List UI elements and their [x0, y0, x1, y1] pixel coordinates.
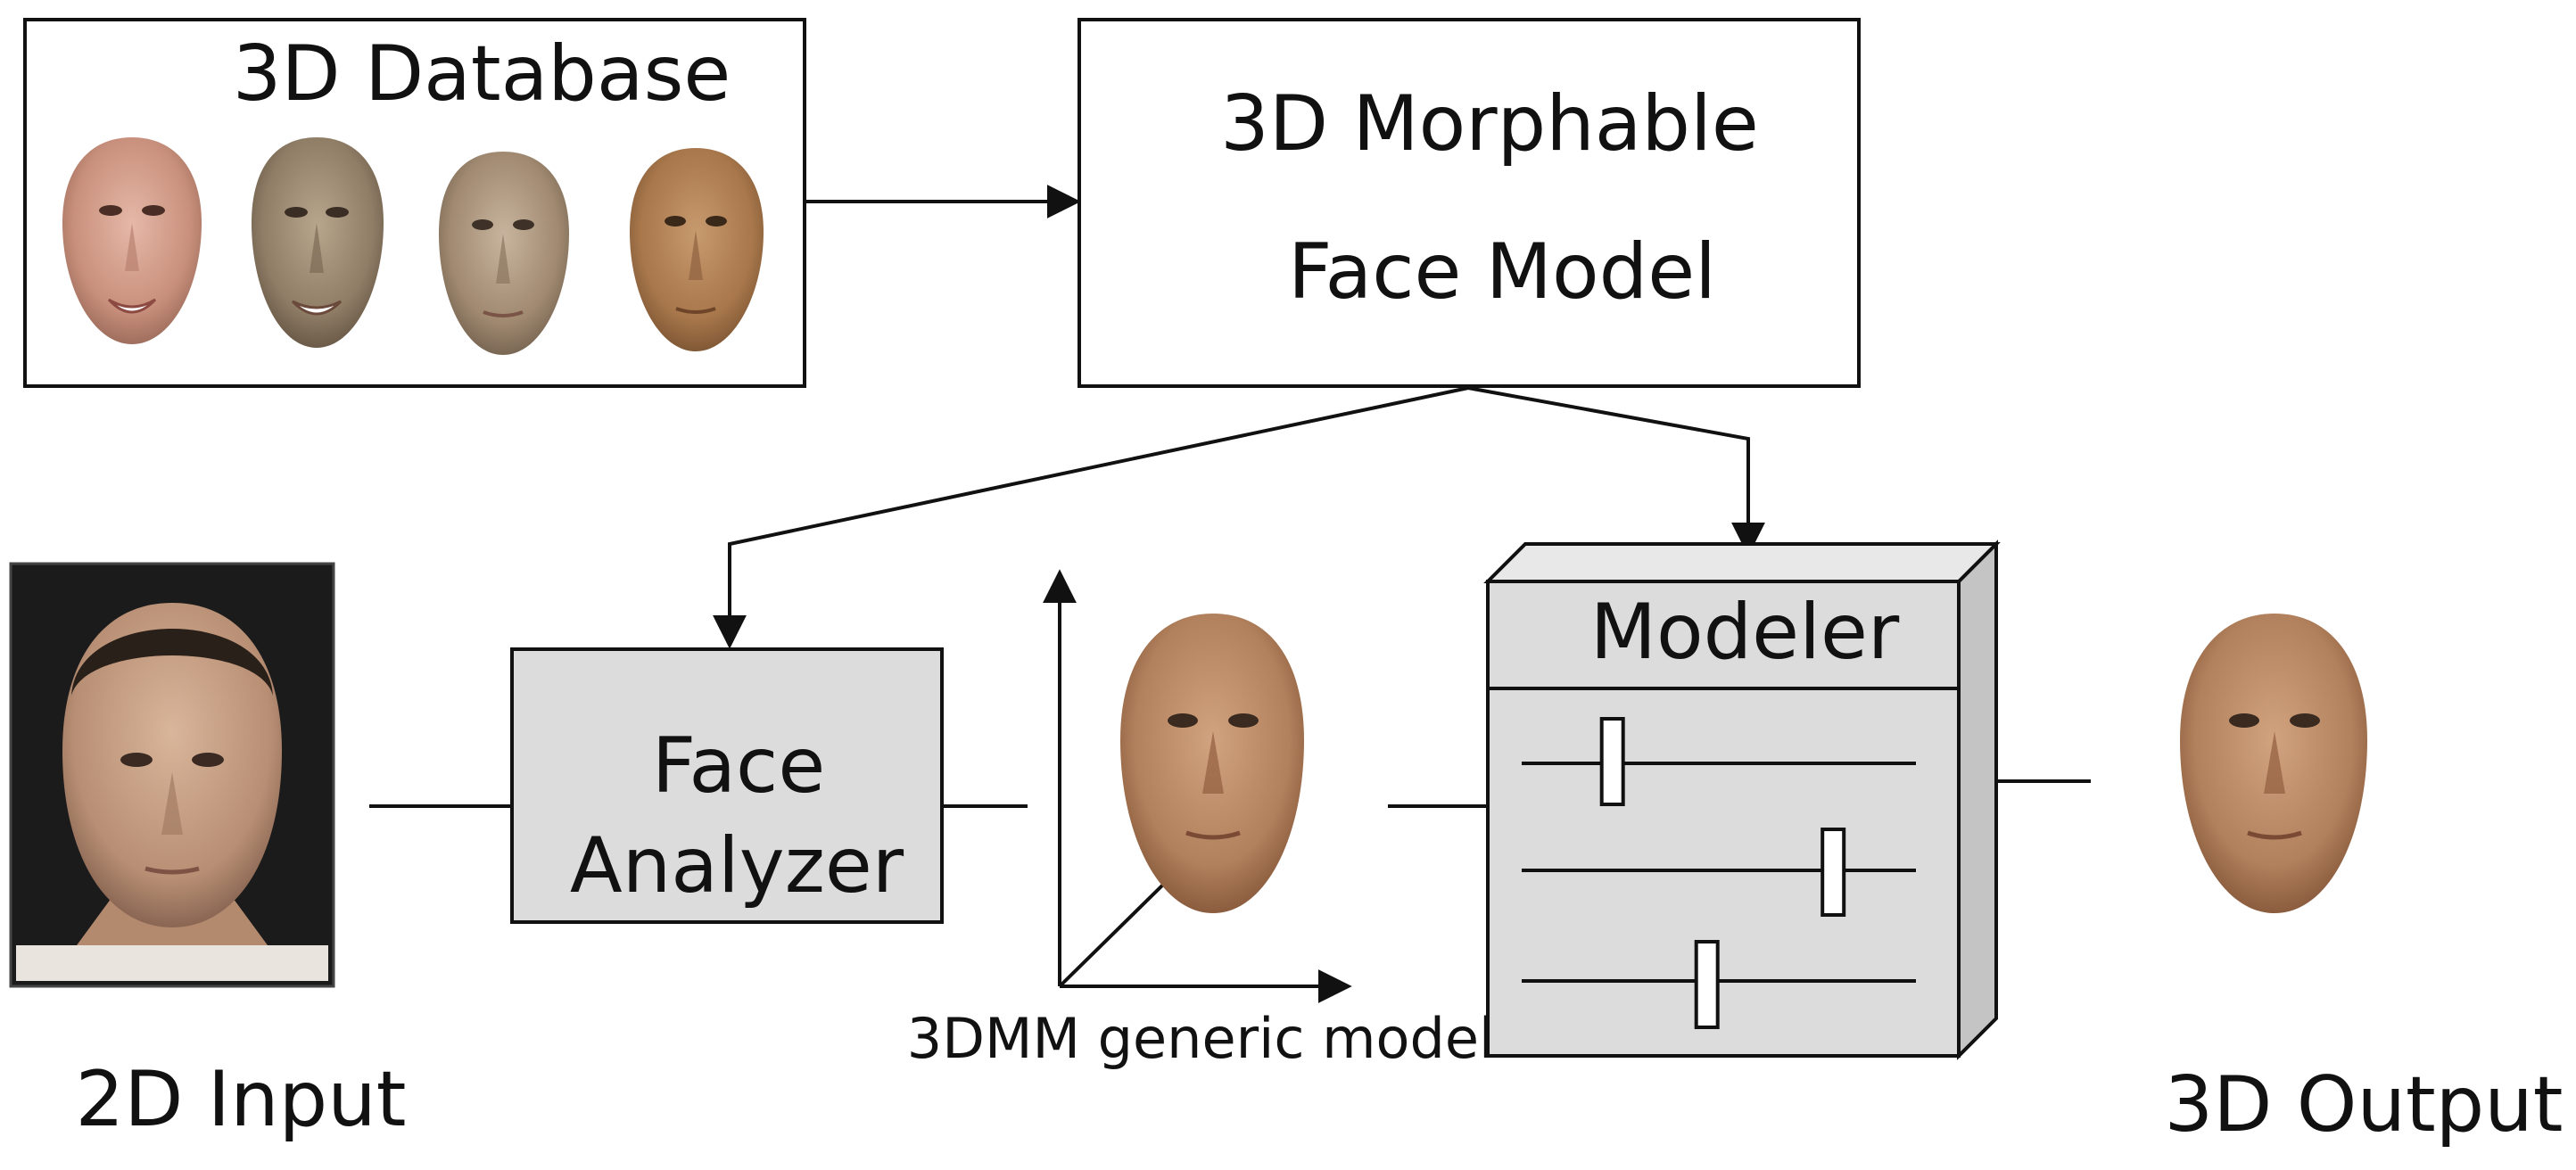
input-photo: [9, 562, 335, 988]
slider-knob[interactable]: [1599, 717, 1625, 806]
face-analyzer-title-line1: Face: [652, 721, 825, 811]
morphable-model-box: [1077, 18, 1861, 388]
modeler-slider-1[interactable]: [1522, 717, 1916, 806]
morphable-model-title-line2: Face Model: [1288, 227, 1716, 317]
face-analyzer-box: [510, 647, 944, 924]
database-face-3: [439, 152, 569, 355]
modeler-slider-3[interactable]: [1522, 940, 1916, 1029]
database-face-4: [630, 148, 764, 351]
database-face-2: [252, 137, 384, 348]
modeler-box: [1483, 540, 2001, 1060]
database-title: 3D Database: [233, 29, 731, 119]
morphable-model-title-line1: 3D Morphable: [1220, 79, 1759, 169]
modeler-slider-2[interactable]: [1522, 828, 1916, 917]
generic-model-face: [1120, 614, 1304, 913]
generic-model-label: 3DMM generic model: [907, 1006, 1494, 1071]
modeler-title: Modeler: [1590, 588, 1900, 677]
generic-model-axis-z: [1058, 881, 1167, 988]
output-face: [2180, 614, 2367, 913]
slider-knob[interactable]: [1821, 828, 1846, 917]
output-label: 3D Output: [2164, 1060, 2563, 1149]
database-face-1: [62, 137, 202, 344]
slider-knob[interactable]: [1694, 940, 1720, 1029]
input-label: 2D Input: [76, 1055, 407, 1144]
arrow-model-to-modeler: [1467, 386, 1765, 556]
arrow-model-to-analyzer: [713, 386, 1469, 649]
face-analyzer-title-line2: Analyzer: [570, 821, 904, 910]
